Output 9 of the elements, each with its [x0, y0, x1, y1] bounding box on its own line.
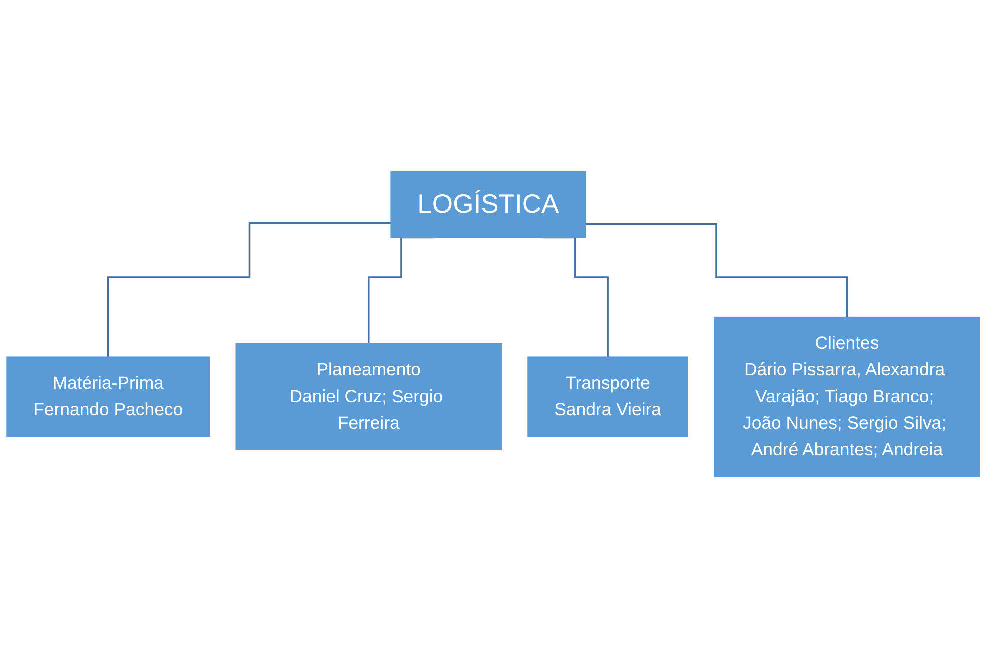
node-box: LOGÍSTICA [390, 170, 586, 238]
connector [107, 222, 392, 358]
connector [586, 224, 848, 318]
node-box: Clientes Dário Pissarra, Alexandra Varajão; Tiago Branco; João Nunes; Sergio Silva; André Abrantes; Andreia [714, 316, 980, 478]
node-box: Matéria-Prima Fernando Pacheco [6, 356, 210, 438]
node-box: Transporte Sandra Vieira [528, 356, 688, 438]
connector [542, 236, 609, 358]
node-box: Planeamento Daniel Cruz; Sergio Ferreira [236, 343, 502, 450]
connector [368, 236, 434, 345]
